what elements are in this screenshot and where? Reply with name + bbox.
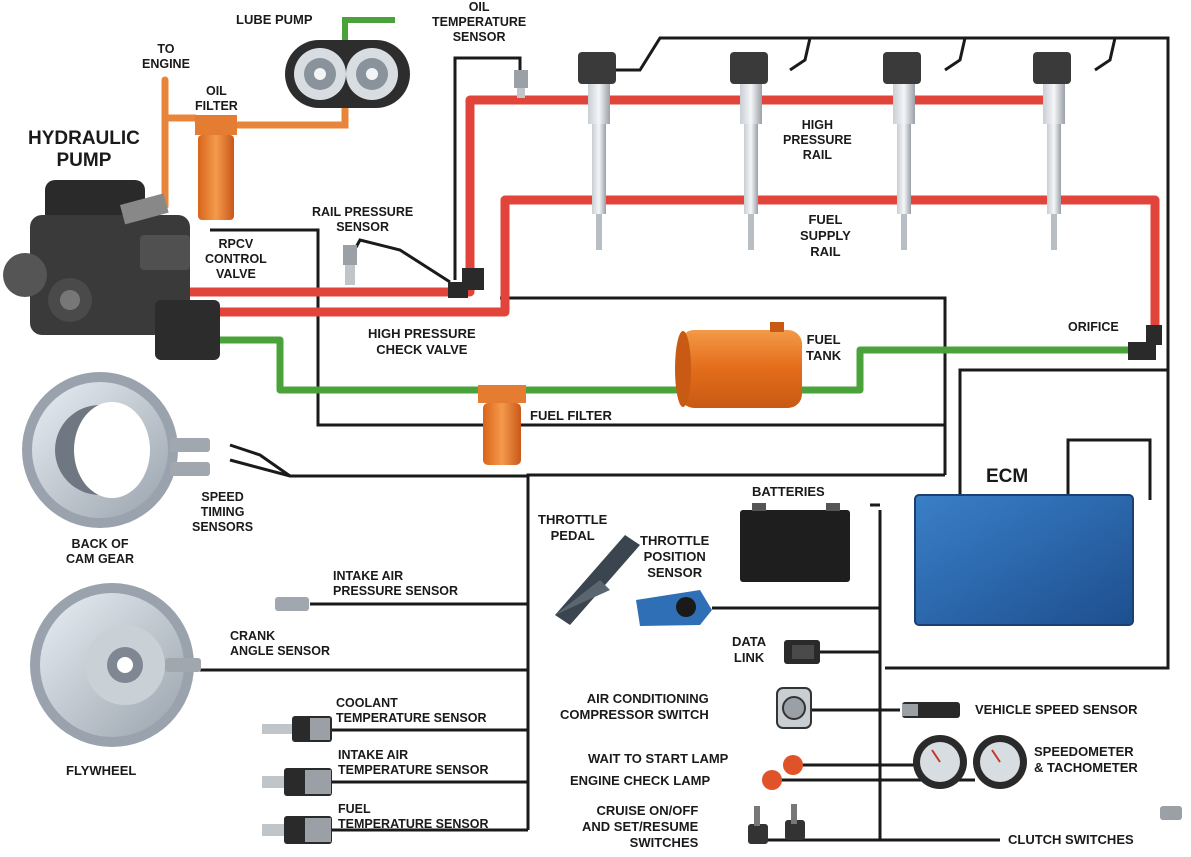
flywheel: [30, 583, 201, 747]
injector-icon: [578, 52, 616, 250]
injector-icon: [730, 52, 768, 250]
fuel-filter-label: FUEL FILTER: [530, 408, 612, 423]
vehicle-speed-sensor: [902, 702, 960, 718]
hydraulic-pump: [3, 180, 220, 360]
injector-icon: [883, 52, 921, 250]
lube-pump-label: LUBE PUMP: [236, 12, 313, 27]
rail-pressure-sensor: [343, 245, 357, 285]
speedometer-tachometer-label: SPEEDOMETER& TACHOMETER: [1034, 744, 1138, 775]
throttle-pedal: [555, 535, 640, 625]
gear-icon: [22, 372, 178, 528]
orifice: [1128, 325, 1162, 360]
gauge-icon: [913, 735, 1027, 789]
intake-air-temperature-sensor: [262, 768, 332, 796]
fuel-filter: [478, 385, 526, 465]
intake-air-pressure-sensor: [275, 597, 309, 611]
wait-to-start-lamp-label: WAIT TO START LAMP: [588, 751, 729, 766]
batteries-label: BATTERIES: [752, 484, 825, 499]
ecm-unit: [914, 494, 1134, 626]
high-pressure-check-valve: [448, 268, 484, 298]
fuel-temperature-sensor: [262, 816, 332, 844]
cam-gear: [22, 372, 210, 528]
coolant-temperature-sensor: [262, 716, 332, 742]
lamp-icon: [762, 755, 803, 790]
gear-icon: [30, 583, 194, 747]
cruise-switches: [748, 804, 805, 844]
vehicle-speed-sensor-label: VEHICLE SPEED SENSOR: [975, 702, 1138, 717]
engine-check-lamp-label: ENGINE CHECK LAMP: [570, 773, 711, 788]
high-pressure-lines: [185, 95, 1160, 345]
battery-icon: [740, 503, 850, 582]
data-link-connector: [784, 640, 820, 664]
oil-filter: [195, 115, 237, 220]
injectors: [578, 52, 1071, 250]
oil-temperature-sensor: [514, 70, 528, 98]
clutch-switches-label: CLUTCH SWITCHES: [1008, 832, 1134, 847]
clutch-switches: [1160, 806, 1182, 820]
flywheel-label: FLYWHEEL: [66, 763, 137, 778]
orifice-label: ORIFICE: [1068, 320, 1119, 334]
fuel-supply-lines: [220, 336, 1135, 394]
lube-pump: [285, 17, 410, 108]
ecm-label: ECM: [986, 466, 1029, 487]
switch-icon: [776, 687, 812, 729]
throttle-position-sensor: [636, 590, 712, 626]
injector-icon: [1033, 52, 1071, 250]
fuel-tank: [675, 322, 802, 408]
